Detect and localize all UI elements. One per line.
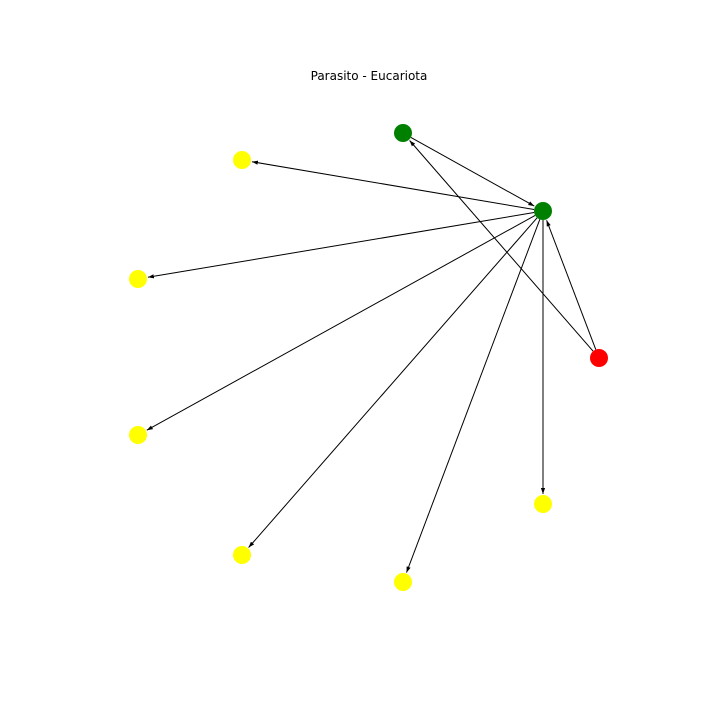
- node-n6-yellow: [233, 546, 251, 564]
- edge-n2-to-n4: [147, 212, 535, 279]
- edge-n9-to-n1: [409, 140, 594, 352]
- node-n4-yellow: [129, 270, 147, 288]
- edge-n2-to-n3: [251, 160, 535, 210]
- edge-n9-to-n2: [546, 220, 597, 350]
- edge-n2-to-n5: [146, 214, 536, 431]
- node-n5-yellow: [129, 426, 147, 444]
- node-n9-red: [590, 349, 608, 367]
- node-n1-green: [394, 124, 412, 142]
- diagram-title: Parasito - Eucariota: [311, 69, 428, 83]
- edges-layer: [146, 136, 597, 573]
- node-n2-green: [534, 202, 552, 220]
- node-n8-yellow: [534, 495, 552, 513]
- node-n7-yellow: [394, 573, 412, 591]
- edge-n1-to-n2: [410, 136, 535, 207]
- edge-n2-to-n7: [406, 219, 541, 573]
- node-n3-yellow: [233, 151, 251, 169]
- edge-n2-to-n6: [248, 217, 538, 548]
- nodes-layer: [129, 124, 608, 591]
